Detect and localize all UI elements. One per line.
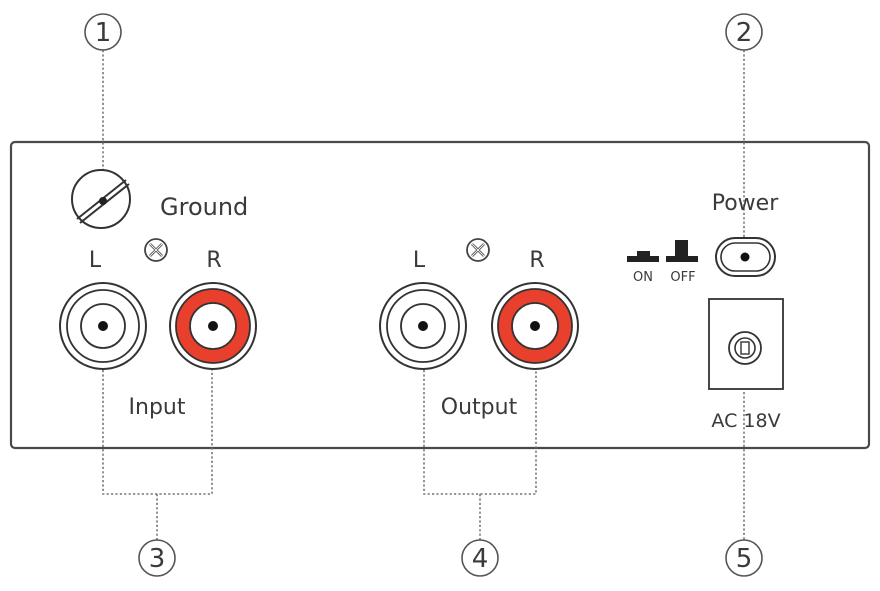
ac-power-jack[interactable] xyxy=(708,298,784,390)
svg-text:4: 4 xyxy=(472,544,489,574)
switch-on-label: ON xyxy=(633,270,653,285)
callout-4: 4 xyxy=(461,539,499,577)
callout-2: 2 xyxy=(725,13,763,51)
ground-label: Ground xyxy=(160,193,248,221)
svg-text:3: 3 xyxy=(149,544,166,574)
svg-text:1: 1 xyxy=(95,18,112,48)
input-right-jack[interactable] xyxy=(169,282,257,370)
switch-off-label: OFF xyxy=(670,270,695,285)
input-right-label: R xyxy=(206,248,221,273)
output-label: Output xyxy=(441,395,518,420)
switch-legend-icon xyxy=(627,240,698,262)
callout-1: 1 xyxy=(84,13,122,51)
output-right-jack[interactable] xyxy=(491,282,579,370)
power-label: Power xyxy=(712,191,779,216)
output-left-jack[interactable] xyxy=(379,282,467,370)
callout-3: 3 xyxy=(138,539,176,577)
output-left-label: L xyxy=(413,248,426,273)
input-label: Input xyxy=(129,395,186,420)
input-left-jack[interactable] xyxy=(59,282,147,370)
ground-screw-icon[interactable] xyxy=(71,169,131,229)
callout-5: 5 xyxy=(725,539,763,577)
panel-screw-icon xyxy=(144,238,168,262)
svg-text:2: 2 xyxy=(736,18,753,48)
panel-screw-icon xyxy=(466,238,490,262)
ac-input-label: AC 18V xyxy=(711,410,780,432)
svg-text:5: 5 xyxy=(736,544,753,574)
input-left-label: L xyxy=(89,248,102,273)
power-button[interactable] xyxy=(715,237,776,277)
output-right-label: R xyxy=(529,248,544,273)
